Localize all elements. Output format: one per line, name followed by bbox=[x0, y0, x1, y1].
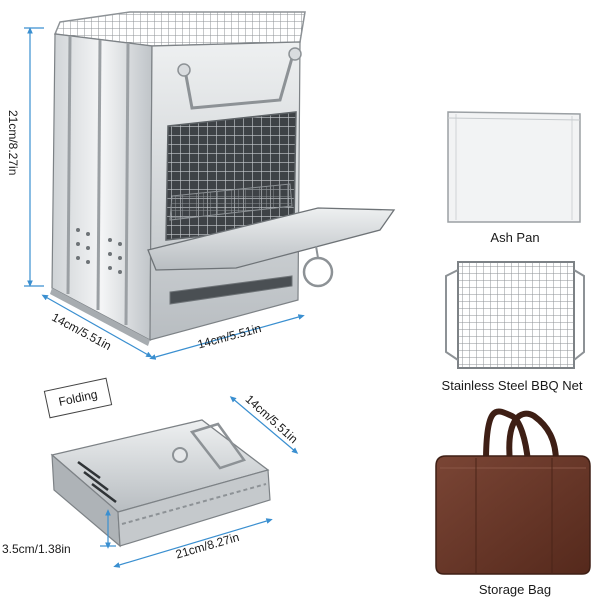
folded-thickness-label: 3.5cm/1.38in bbox=[2, 542, 71, 556]
bbq-net-caption: Stainless Steel BBQ Net bbox=[441, 378, 583, 393]
bbq-net-image bbox=[445, 261, 585, 369]
stove-assembled bbox=[50, 11, 396, 346]
stove-left-panel bbox=[51, 33, 153, 341]
stove-height-label: 21cm/8.27in bbox=[6, 110, 20, 176]
storage-bag-image bbox=[435, 408, 591, 575]
stove-dimension-lines bbox=[24, 27, 305, 360]
stove-door-ring bbox=[302, 256, 334, 288]
stove-folded bbox=[50, 419, 271, 548]
ash-pan-image bbox=[447, 111, 581, 223]
folded-dimension-lines bbox=[100, 396, 299, 568]
stove-handle bbox=[183, 57, 294, 110]
folding-tag-label: Folding bbox=[57, 387, 99, 409]
ash-pan-caption: Ash Pan bbox=[490, 230, 540, 245]
stove-door-tray bbox=[147, 207, 396, 271]
storage-bag-caption: Storage Bag bbox=[478, 582, 552, 597]
